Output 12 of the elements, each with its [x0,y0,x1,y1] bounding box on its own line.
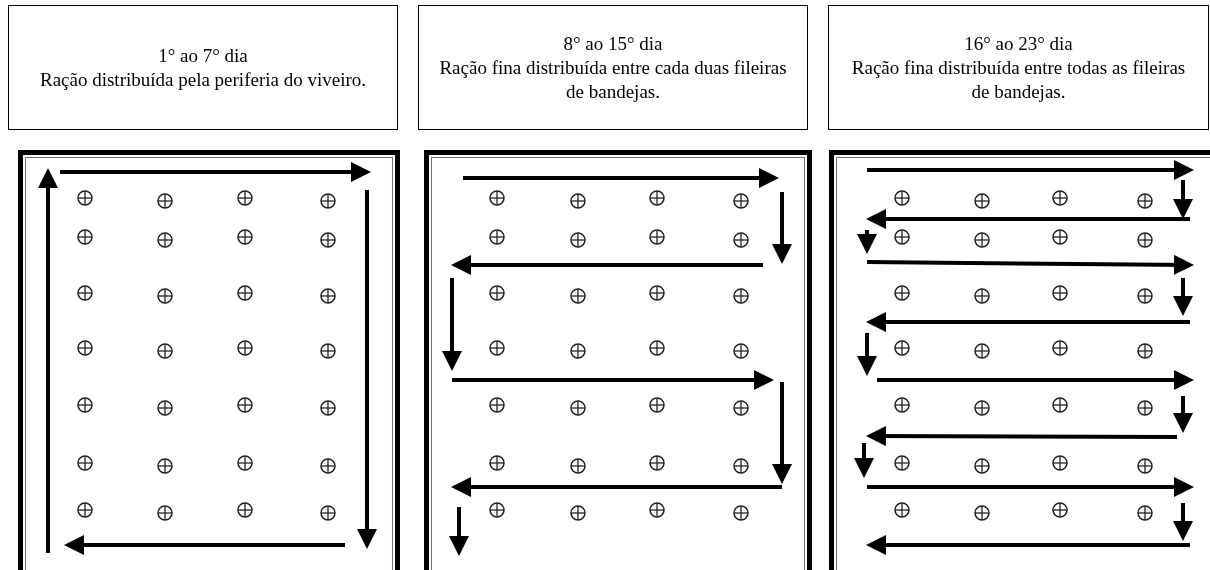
text-box [828,5,1209,130]
feeding-description: Ração distribuída pela periferia do viveiro. [39,67,366,92]
pond-outline [18,150,400,570]
day-range-heading: 1° ao 7° dia [158,43,248,68]
feeding-description: Ração fina distribuída entre todas as fileiras de bandejas. [850,55,1187,104]
pond-outline [829,150,1210,570]
text-box [418,5,808,130]
day-range-heading: 8° ao 15° dia [563,31,663,56]
day-range-heading: 16° ao 23° dia [964,31,1073,56]
feeding-description: Ração fina distribuída entre cada duas fileiras de bandejas. [438,55,788,104]
text-box [8,5,398,130]
pond-outline [424,150,812,570]
